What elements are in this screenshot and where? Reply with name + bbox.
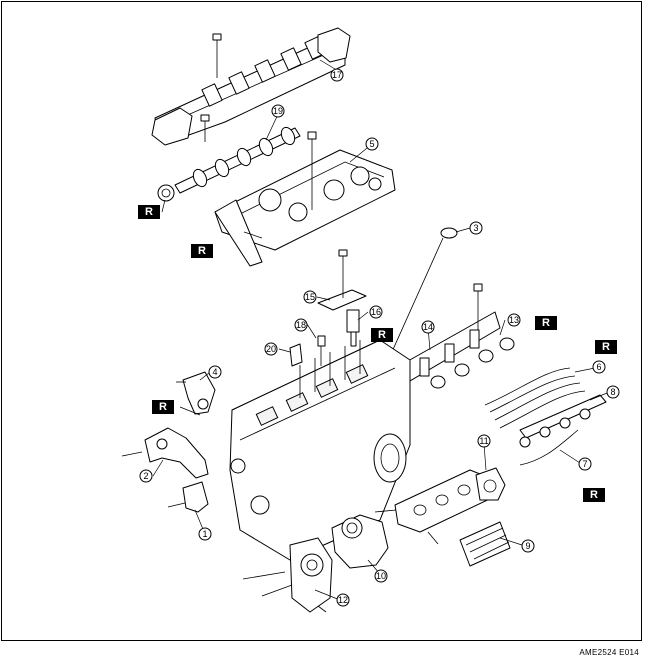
replace-badge-label: R <box>159 401 167 413</box>
svg-text:19: 19 <box>273 106 283 116</box>
callout-13: 13 <box>507 313 521 327</box>
svg-text:10: 10 <box>376 571 386 581</box>
egr-valve <box>475 467 506 501</box>
callout-2: 2 <box>139 469 153 483</box>
replace-badge: R <box>138 205 160 219</box>
svg-text:9: 9 <box>525 541 530 551</box>
injection-pipes-and-common-rail <box>484 367 607 466</box>
callout-12: 12 <box>336 593 350 607</box>
svg-text:16: 16 <box>371 307 381 317</box>
callout-14: 14 <box>421 320 435 334</box>
callout-1: 1 <box>198 527 212 541</box>
callout-20: 20 <box>264 342 278 356</box>
svg-text:17: 17 <box>332 70 342 80</box>
callout-11: 11 <box>477 434 491 448</box>
engine-hanger-bracket <box>167 481 209 513</box>
svg-text:12: 12 <box>338 595 348 605</box>
diagram-frame <box>1 1 642 641</box>
callout-8: 8 <box>606 385 620 399</box>
leader-lines <box>152 59 608 601</box>
pump-bracket <box>242 537 333 613</box>
svg-text:7: 7 <box>582 459 587 469</box>
replace-badge-label: R <box>602 341 610 353</box>
svg-text:13: 13 <box>509 315 519 325</box>
exhaust-manifold <box>394 469 511 567</box>
replace-badge: R <box>583 488 605 502</box>
svg-text:2: 2 <box>143 471 148 481</box>
replace-badge-label: R <box>378 329 386 341</box>
small-brackets <box>289 335 326 367</box>
callout-18: 18 <box>294 318 308 332</box>
engine-block <box>229 339 411 561</box>
svg-text:6: 6 <box>596 362 601 372</box>
svg-text:20: 20 <box>266 344 276 354</box>
water-pipe <box>121 427 209 479</box>
svg-text:4: 4 <box>212 367 217 377</box>
callout-3: 3 <box>469 221 483 235</box>
svg-text:15: 15 <box>305 292 315 302</box>
callout-10: 10 <box>374 569 388 583</box>
callout-7: 7 <box>578 457 592 471</box>
replace-badge: R <box>595 340 617 354</box>
figure-code: AME2524 E014 <box>579 648 639 657</box>
intake-manifold <box>391 283 515 389</box>
callout-5: 5 <box>365 137 379 151</box>
injector-clamp-and-injector <box>317 249 367 347</box>
cylinder-head-cover <box>214 131 396 267</box>
supply-pump <box>331 509 397 569</box>
replace-badge-label: R <box>198 245 206 257</box>
replace-badge: R <box>191 244 213 258</box>
rocker-arm-assembly <box>151 27 351 146</box>
callout-15: 15 <box>303 290 317 304</box>
callout-17: 17 <box>330 68 344 82</box>
callout-9: 9 <box>521 539 535 553</box>
svg-text:3: 3 <box>473 223 478 233</box>
callout-16: 16 <box>369 305 383 319</box>
replace-badge: R <box>535 316 557 330</box>
replace-badge: R <box>152 400 174 414</box>
svg-text:14: 14 <box>423 322 433 332</box>
svg-text:11: 11 <box>479 436 488 446</box>
svg-text:5: 5 <box>369 139 374 149</box>
replace-badge-label: R <box>145 206 153 218</box>
water-outlet <box>176 371 216 415</box>
replace-badge: R <box>371 328 393 342</box>
camshaft <box>157 126 301 202</box>
svg-text:18: 18 <box>296 320 306 330</box>
callout-19: 19 <box>271 104 285 118</box>
svg-text:1: 1 <box>202 529 207 539</box>
svg-text:8: 8 <box>610 387 615 397</box>
callout-4: 4 <box>208 365 222 379</box>
replace-badge-label: R <box>542 317 550 329</box>
replace-badge-label: R <box>590 489 598 501</box>
callout-6: 6 <box>592 360 606 374</box>
